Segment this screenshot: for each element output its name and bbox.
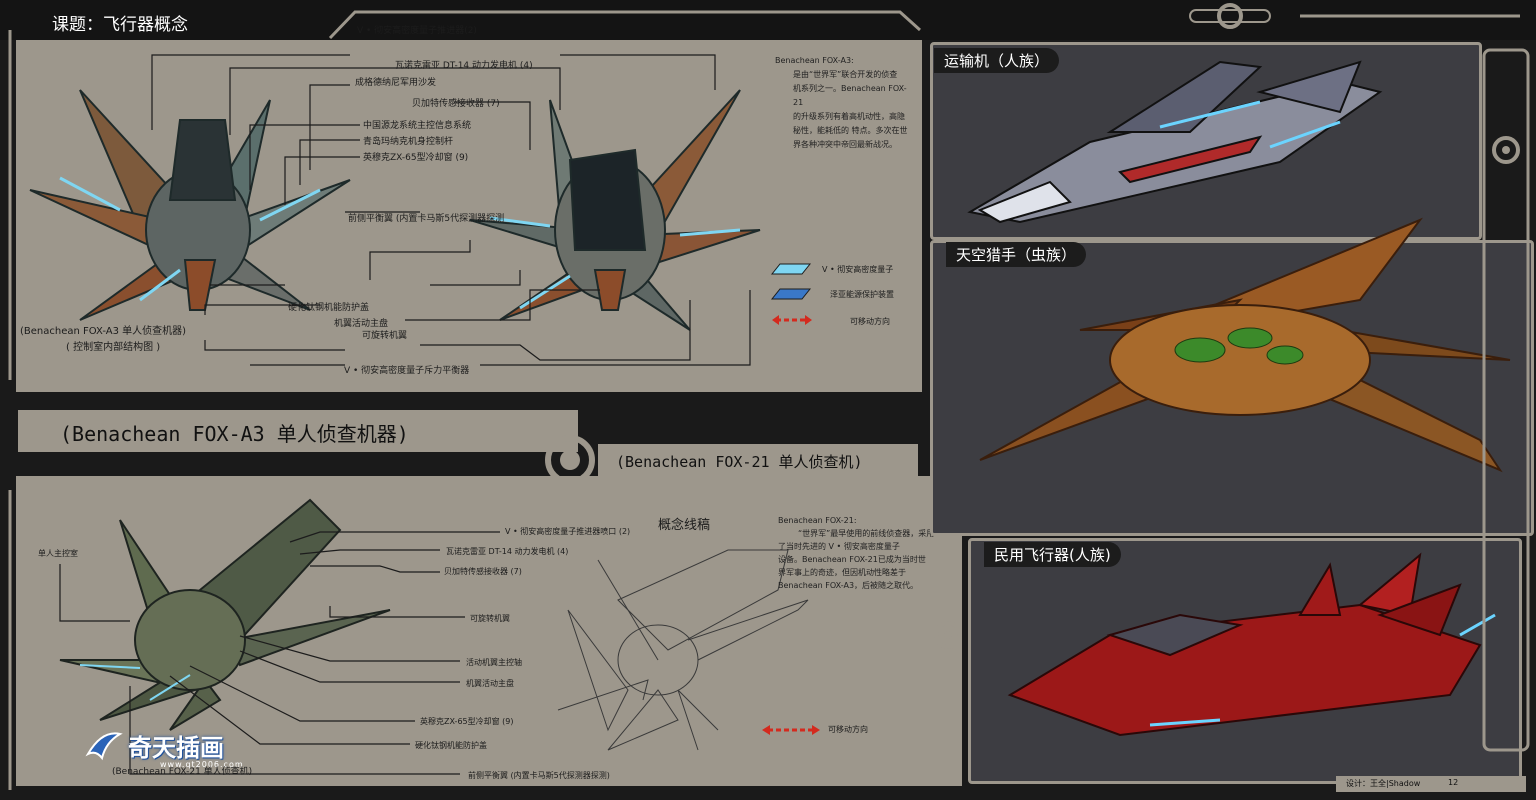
- callout-power-generator: 瓦诺克雷亚 DT-14 动力发电机 (4): [395, 61, 533, 71]
- banner-21-title: (Benachean FOX-21 单人侦查机): [616, 453, 863, 471]
- fox-a3-interior-illustration: [29, 89, 351, 321]
- move-direction-label: 可移动方向: [828, 725, 868, 734]
- move-direction-arrow: [762, 725, 820, 735]
- legend-quantum: V • 彻安高密度量子: [822, 265, 894, 274]
- callout-sensor-receiver: 贝加特传感接收器 (7): [412, 99, 500, 109]
- header-frame-ornament: [328, 3, 1520, 40]
- fox-a3-desc-line: 是由“世界军”联合开发的侦查: [793, 70, 898, 79]
- sketch-title: 概念线稿: [658, 518, 711, 533]
- callout-rotating-wing: 可旋转机翼: [362, 331, 408, 341]
- fox-a3-desc-line: 的升级系列有着高机动性，高隐: [793, 112, 905, 121]
- callout-wing-disc-21: 机翼活动主盘: [466, 679, 514, 688]
- fox-a3-desc-line: 机系列之一。Benachean FOX-21: [793, 84, 907, 107]
- callout-rotating-wing-21: 可旋转机翼: [470, 614, 510, 623]
- callout-cooling-window: 英穆克ZX-65型冷却窗 (9): [363, 153, 469, 163]
- top-leader-lines: [151, 54, 751, 366]
- footer-page-number: 12: [1448, 778, 1459, 787]
- callout-wing-axis: 活动机翼主控轴: [466, 658, 522, 667]
- fox-21-desc-line: 界军事上的奇迹，但因机动性略差于: [778, 568, 906, 577]
- fox-21-description: Benachean FOX-21: “世界军”最早使用的前线侦查器，采用 了当时…: [778, 514, 958, 592]
- fox-a3-desc-title: Benachean FOX-A3:: [775, 56, 854, 65]
- callout-titanium-cover: 硬化钛钢机能防护盖: [288, 303, 370, 313]
- fox-21-illustration: [59, 498, 391, 731]
- legend-energy-shield: 泽亚能源保护装置: [830, 290, 894, 299]
- fox-a3-exterior-illustration: [469, 89, 761, 331]
- callout-info-system: 中国源龙系统主控信息系统: [363, 121, 472, 131]
- fox-a3-desc-line: 界各种冲突中帝回最新战况。: [793, 140, 897, 149]
- callout-front-stabilizer: 前侧平衡翼 (内置卡马斯5代探测器探测: [348, 214, 505, 224]
- callout-quantum-thruster: V • 彻安高密度量子推进器(2): [357, 26, 477, 36]
- banner-21-plate: [598, 444, 918, 476]
- sky-hunter-caption: 天空猎手（虫族）: [946, 242, 1087, 267]
- footer-credit: 设计：王全|Shadow: [1346, 779, 1421, 788]
- corner-ornament: [934, 621, 962, 649]
- banner-a3-plate: [18, 410, 578, 452]
- fox-21-desc-title: Benachean FOX-21:: [778, 516, 857, 525]
- fox-21-desc-line: 了当时先进的 V • 彻安高密度量子: [778, 542, 900, 551]
- transport-caption: 运输机（人族）: [934, 48, 1060, 73]
- bird-logo-icon: [85, 732, 123, 761]
- banner-a3-title: (Benachean FOX-A3 单人侦查机器): [60, 422, 409, 446]
- fox-a3-description: Benachean FOX-A3: 是由“世界军”联合开发的侦查 机系列之一。B…: [775, 54, 915, 152]
- fox-a3-desc-line: 秘性，能耗低的 特点。多次在世: [793, 126, 908, 135]
- watermark-url: www.qt2006.com: [160, 760, 244, 769]
- fox-21-small-caption: (Benachean FOX-21 单人侦查机): [112, 767, 253, 777]
- callout-front-stabilizer-21: 前侧平衡翼 (内置卡马斯5代探测器探测): [468, 771, 610, 780]
- callout-repulsor-balancer: V • 彻安高密度量子斥力平衡器: [344, 366, 470, 376]
- fox-21-desc-line: Benachean FOX-A3，后被随之取代。: [778, 581, 919, 590]
- interior-caption-sub: ( 控制室内部结构图 ): [66, 342, 161, 353]
- callout-cooling-window-21: 英穆克ZX-65型冷却窗 (9): [420, 717, 514, 726]
- sky-hunter-creature-illustration: [979, 217, 1511, 473]
- callout-military-seat: 成格德纳尼军用沙发: [355, 78, 437, 88]
- civil-aircraft-illustration: [1007, 552, 1496, 737]
- callout-titanium-cover-21: 硬化钛钢机能防护盖: [415, 741, 487, 750]
- legend-move-direction: 可移动方向: [850, 317, 890, 326]
- watermark-brand: 奇天插画: [128, 734, 224, 762]
- civil-aircraft-caption: 民用飞行器(人族): [984, 542, 1121, 567]
- callout-thruster-nozzle: V • 彻安高密度量子推进器喷口 (2): [505, 527, 631, 536]
- bottom-leader-lines: [59, 531, 500, 775]
- page-title: 课题：飞行器概念: [52, 15, 188, 35]
- callout-control-stick: 青岛玛纳克机身控制杆: [363, 137, 454, 147]
- fox-21-desc-line: 设备。Benachean FOX-21已成为当时世: [778, 555, 926, 564]
- transport-ship-illustration: [967, 60, 1383, 224]
- left-frame-ornament: [8, 30, 12, 790]
- callout-power-generator-21: 瓦诺克雷亚 DT-14 动力发电机 (4): [446, 547, 569, 556]
- fox-21-desc-line: “世界军”最早使用的前线侦查器，采用: [798, 529, 935, 538]
- callout-sensor-21: 贝加特传感接收器 (7): [444, 567, 522, 576]
- concept-sketch: [557, 549, 809, 751]
- callout-wing-disc: 机翼活动主盘: [334, 319, 389, 329]
- right-frame-ornament: [1482, 48, 1530, 752]
- footer-bar: [1336, 776, 1526, 792]
- header-bar: [0, 0, 1536, 40]
- legend-swatches: [770, 263, 812, 325]
- interior-caption: (Benachean FOX-A3 单人侦查机器): [20, 326, 187, 337]
- callout-cockpit: 单人主控室: [38, 549, 78, 558]
